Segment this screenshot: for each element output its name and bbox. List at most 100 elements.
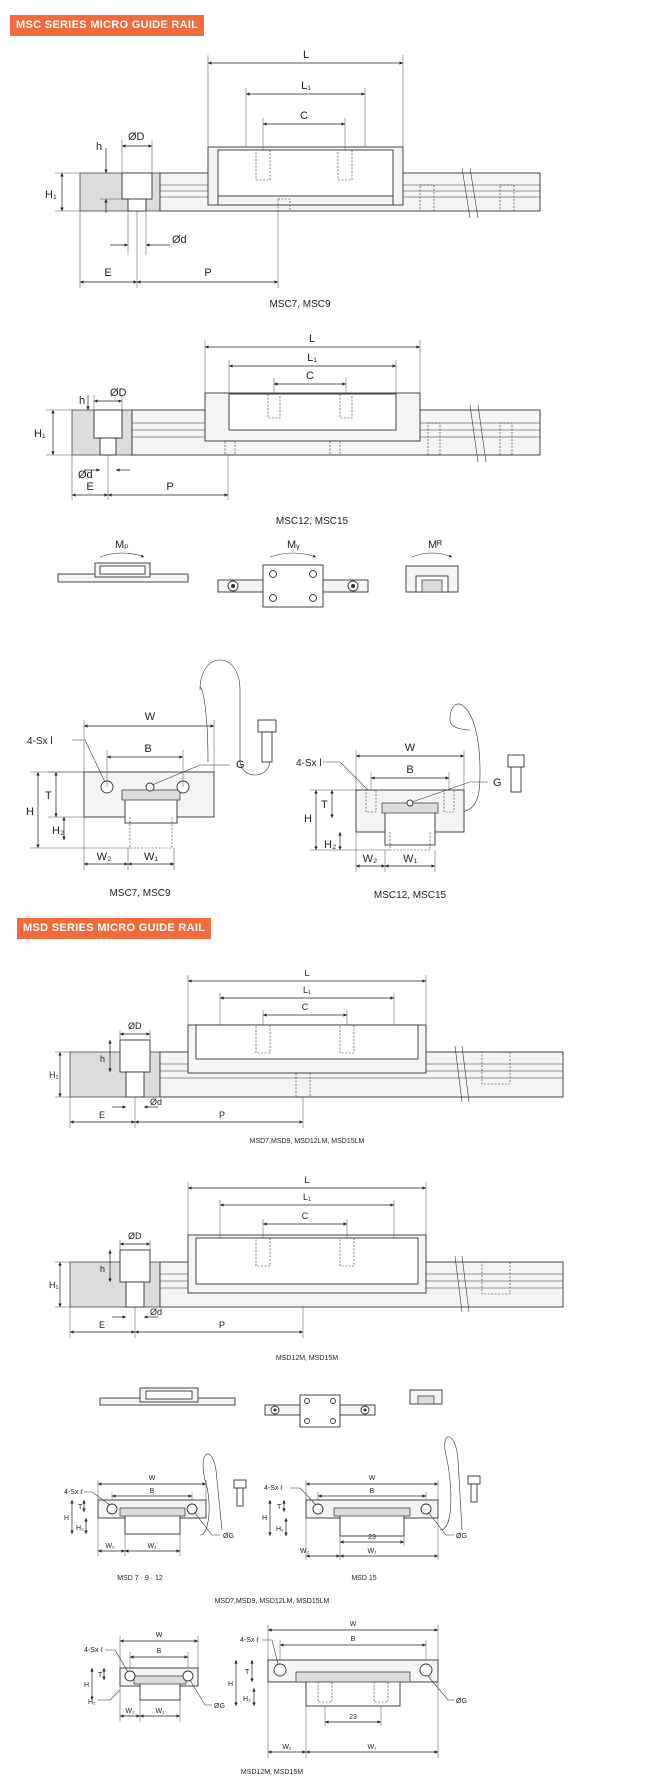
dim-T-g: T (98, 1672, 103, 1679)
caption-msd-15: MSD 15 (351, 1575, 376, 1582)
dim-W1-b: W₁ (403, 853, 417, 865)
moment-MP: Mₚ (115, 539, 129, 551)
dim-h: h (96, 141, 102, 153)
dim-H2-e: H₂ (76, 1525, 84, 1532)
dim-P: P (204, 267, 211, 279)
dim-W: W (145, 711, 156, 723)
dim-H: H (26, 806, 34, 818)
dim-L1-d: L₁ (303, 1192, 311, 1202)
dim-H2-b: H₂ (324, 839, 336, 851)
label-screw-g: 4-Sx ℓ (84, 1647, 103, 1654)
dim-h-c: h (100, 1054, 105, 1064)
dim-T: T (45, 790, 52, 802)
caption-msc7-msc9-front: MSC7, MSC9 (109, 888, 171, 899)
label-screw-e: 4-Sx ℓ (64, 1489, 83, 1496)
msd-series-banner: MSD SERIES MICRO GUIDE RAIL (17, 918, 212, 939)
dim-C: C (300, 110, 308, 122)
dim-H-f: H (262, 1515, 267, 1522)
caption-msd12m-msd15m-front: MSD12M, MSD15M (241, 1769, 303, 1776)
dim-W1-h: W₁ (368, 1744, 378, 1751)
label-screw-f: 4-Sx ℓ (264, 1485, 283, 1492)
dim-B-f: B (370, 1488, 375, 1495)
dim-h-d: h (100, 1264, 105, 1274)
dim-H1-c: H₁ (49, 1070, 59, 1080)
dim-H-g: H (84, 1682, 89, 1689)
dim-E-d: E (99, 1320, 105, 1330)
caption-msc7-msc9-side: MSC7, MSC9 (269, 299, 331, 310)
moment-MY: Mᵧ (287, 539, 300, 551)
dim-H-e: H (64, 1515, 69, 1522)
dim-W1: W₁ (144, 851, 158, 863)
dim-W-e: W (149, 1475, 156, 1482)
dim-C-c: C (302, 1002, 309, 1012)
msc7-msc9-front-view: W B 4-Sx l G H T H₂ W₂ W₁ MSC7, MSC9 (26, 659, 277, 899)
dim-L1: L₁ (301, 80, 311, 92)
dim-W2-e: W₂ (105, 1543, 115, 1550)
msc-series-banner: MSC SERIES MICRO GUIDE RAIL (10, 15, 205, 36)
label-screw: 4-Sx l (27, 736, 53, 747)
dim-L: L (303, 49, 309, 61)
dim-W2-b: W₂ (363, 853, 378, 865)
caption-msd-7-9-12: MSD 7 · 9 · 12 (117, 1575, 163, 1582)
caption-msc12-msc15-front: MSC12, MSC15 (374, 890, 447, 901)
dim-23-f: 23 (368, 1534, 376, 1541)
msd-small-views (99, 1387, 443, 1428)
label-OG-f: ØG (456, 1533, 467, 1540)
dim-OD-b: ØD (110, 387, 127, 399)
dim-H2-f: H₂ (276, 1526, 284, 1533)
dim-W2-g: W₂ (125, 1708, 135, 1715)
dim-Od: Ød (172, 234, 187, 246)
dim-Od-d: Ød (150, 1307, 162, 1317)
dim-H2-h: H₂ (243, 1696, 251, 1703)
dim-P-d: P (219, 1320, 225, 1330)
dim-W-g: W (156, 1632, 163, 1639)
dim-W-h: W (350, 1621, 357, 1628)
label-G-b: G (493, 777, 502, 789)
dim-H1-b: H₁ (34, 428, 46, 440)
dim-W2-f: W₂ (300, 1548, 310, 1555)
caption-msd-side-1: MSD7,MSD9, MSD12LM, MSD15LM (250, 1138, 365, 1145)
msc7-msc9-side-view: L L₁ C H₁ h ØD Ød E P MSC7, MSC9 (45, 49, 541, 310)
msc12-msc15-side-view: L L₁ C H₁ h ØD Ød E P MSC12, MSC15 (34, 333, 541, 527)
dim-Od-b: Ød (78, 469, 93, 481)
dim-H1-d: H₁ (49, 1280, 59, 1290)
moment-diagrams: Mₚ Mᵧ Mᴿ (57, 539, 459, 608)
dim-Od-c: Ød (150, 1097, 162, 1107)
dim-W-f: W (369, 1475, 376, 1482)
dim-H2: H₂ (52, 825, 64, 837)
dim-T-f: T (277, 1504, 282, 1511)
label-OG-g: ØG (214, 1703, 225, 1710)
dim-L1-b: L₁ (307, 352, 317, 364)
label-OG-h: ØG (456, 1698, 467, 1705)
label-screw-b: 4-Sx l (296, 758, 322, 769)
dim-23-h: 23 (349, 1714, 357, 1721)
dim-C-b: C (306, 370, 314, 382)
dim-B-g: B (157, 1648, 162, 1655)
dim-B-b: B (406, 764, 413, 776)
dim-B-e: B (150, 1488, 155, 1495)
dim-OD-d: ØD (128, 1231, 142, 1241)
dim-P-b: P (166, 481, 173, 493)
msd12m-msd15m-front-right: W B 4-Sx ℓ ØG H T H₂ 23 W₂ W₁ (228, 1621, 467, 1758)
dim-B: B (144, 743, 151, 755)
dim-E: E (104, 267, 111, 279)
label-OG-e: ØG (223, 1533, 234, 1540)
dim-L-b: L (309, 333, 315, 345)
msd-side-view-1: L L₁ C H₁ h ØD Ød E P MSD7,MSD9, MSD12LM… (49, 968, 564, 1145)
counterbore-hole (121, 172, 153, 200)
label-G: G (236, 759, 245, 771)
dim-E-c: E (99, 1110, 105, 1120)
msc12-msc15-front-view: W B 4-Sx l G H T H₂ W₂ W₁ MSC12, MSC15 (296, 703, 525, 901)
dim-OD: ØD (128, 131, 145, 143)
dim-E-b: E (86, 481, 93, 493)
dim-h-b: h (79, 395, 85, 407)
msd-side-view-2: L L₁ C H₁ h ØD Ød E P MSD12M, MSD15M (49, 1175, 564, 1362)
dim-W1-f: W₁ (368, 1548, 378, 1555)
dim-B-h: B (351, 1636, 356, 1643)
dim-T-e: T (78, 1504, 83, 1511)
dim-T-b: T (321, 799, 328, 811)
dim-L-c: L (304, 968, 309, 978)
dim-W1-e: W₁ (148, 1543, 158, 1550)
dim-H-b: H (304, 813, 312, 825)
